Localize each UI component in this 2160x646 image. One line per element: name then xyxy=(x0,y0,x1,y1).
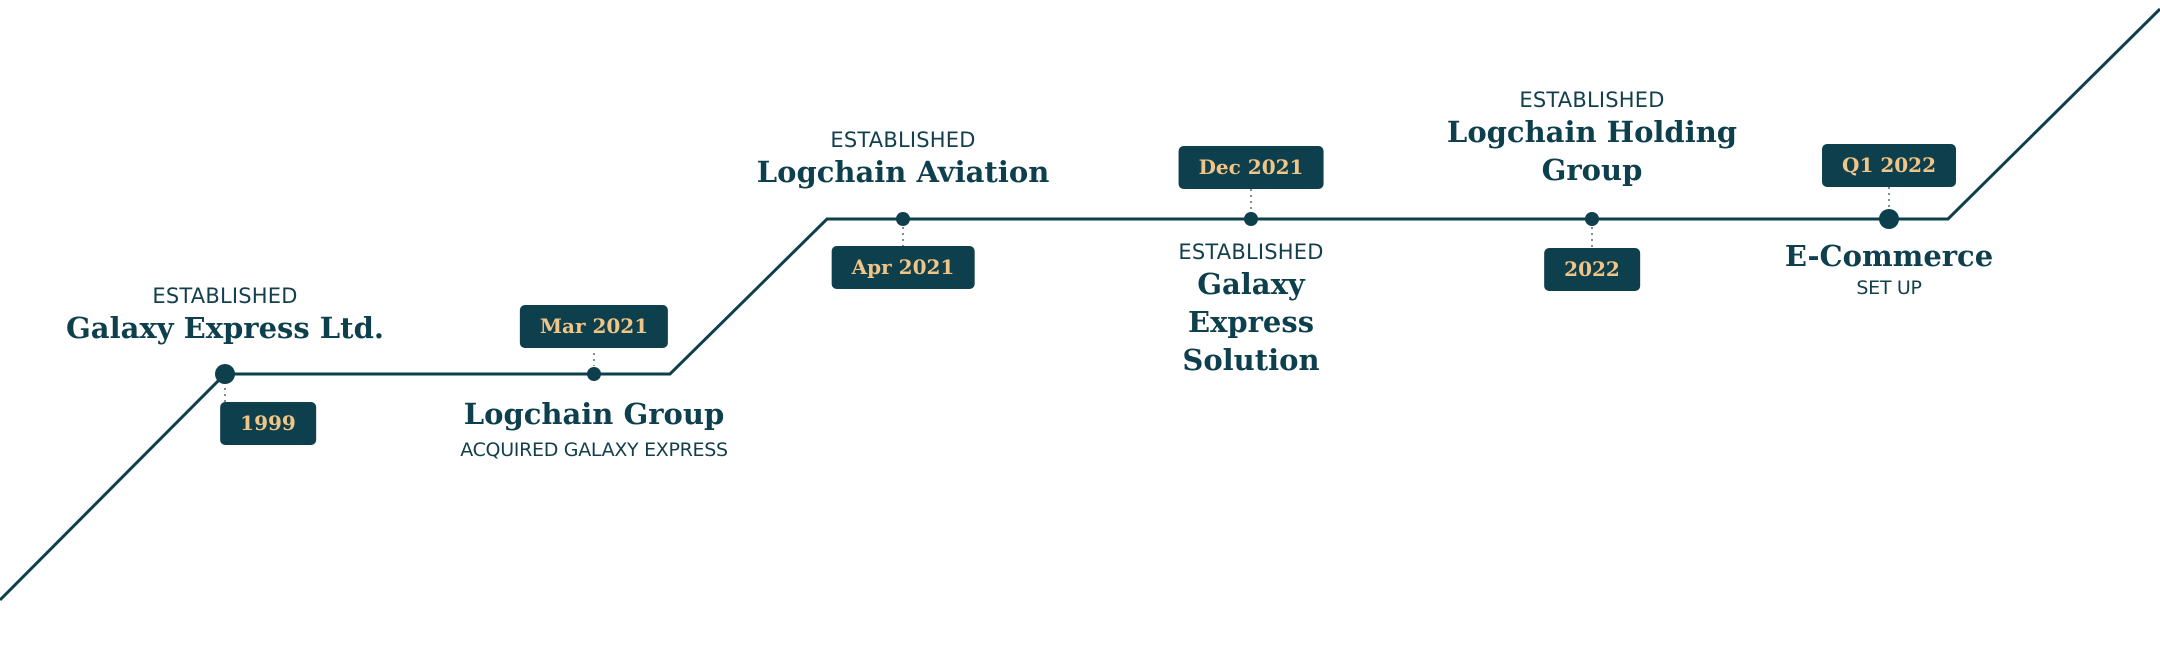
milestone-title: Logchain Aviation xyxy=(756,155,1050,189)
milestone-title: Galaxy Express Ltd. xyxy=(66,311,384,345)
milestone-galaxy-express-ltd: ESTABLISHED Galaxy Express Ltd. xyxy=(66,283,384,347)
milestone-title: Logchain Group xyxy=(463,397,725,431)
date-badge-mar-2021: Mar 2021 xyxy=(519,305,669,348)
milestone-dot-1999 xyxy=(215,364,235,384)
date-badge-apr-2021: Apr 2021 xyxy=(831,246,975,289)
milestone-subtitle: ACQUIRED GALAXY EXPRESS xyxy=(460,439,728,461)
date-badge-dec-2021: Dec 2021 xyxy=(1178,146,1324,189)
milestone-logchain-holding-group: ESTABLISHED Logchain Holding Group xyxy=(1422,87,1762,189)
date-badge-q1-2022: Q1 2022 xyxy=(1822,144,1956,187)
milestone-kicker: ESTABLISHED xyxy=(1519,88,1665,112)
milestone-logchain-aviation: ESTABLISHED Logchain Aviation xyxy=(757,127,1050,191)
milestone-logchain-group: Logchain Group ACQUIRED GALAXY EXPRESS xyxy=(460,395,728,463)
milestone-dot-2022 xyxy=(1585,212,1599,226)
milestone-title: Galaxy Express Solution xyxy=(1182,267,1320,377)
milestone-subtitle: SET UP xyxy=(1856,277,1922,299)
milestone-dot-apr-2021 xyxy=(896,212,910,226)
timeline-line xyxy=(0,7,2160,602)
milestone-galaxy-express-solution: ESTABLISHED Galaxy Express Solution xyxy=(1081,239,1421,379)
date-badge-2022: 2022 xyxy=(1544,248,1640,291)
milestone-dot-q1-2022 xyxy=(1879,209,1899,229)
milestone-title: Logchain Holding Group xyxy=(1446,115,1738,187)
milestone-kicker: ESTABLISHED xyxy=(152,284,298,308)
milestone-kicker: ESTABLISHED xyxy=(1178,240,1324,264)
milestone-e-commerce: E-Commerce SET UP xyxy=(1785,237,1993,301)
date-badge-1999: 1999 xyxy=(220,402,316,445)
milestone-title: E-Commerce xyxy=(1784,239,1994,273)
milestone-dot-mar-2021 xyxy=(587,367,601,381)
milestone-kicker: ESTABLISHED xyxy=(830,128,976,152)
milestone-dot-dec-2021 xyxy=(1244,212,1258,226)
